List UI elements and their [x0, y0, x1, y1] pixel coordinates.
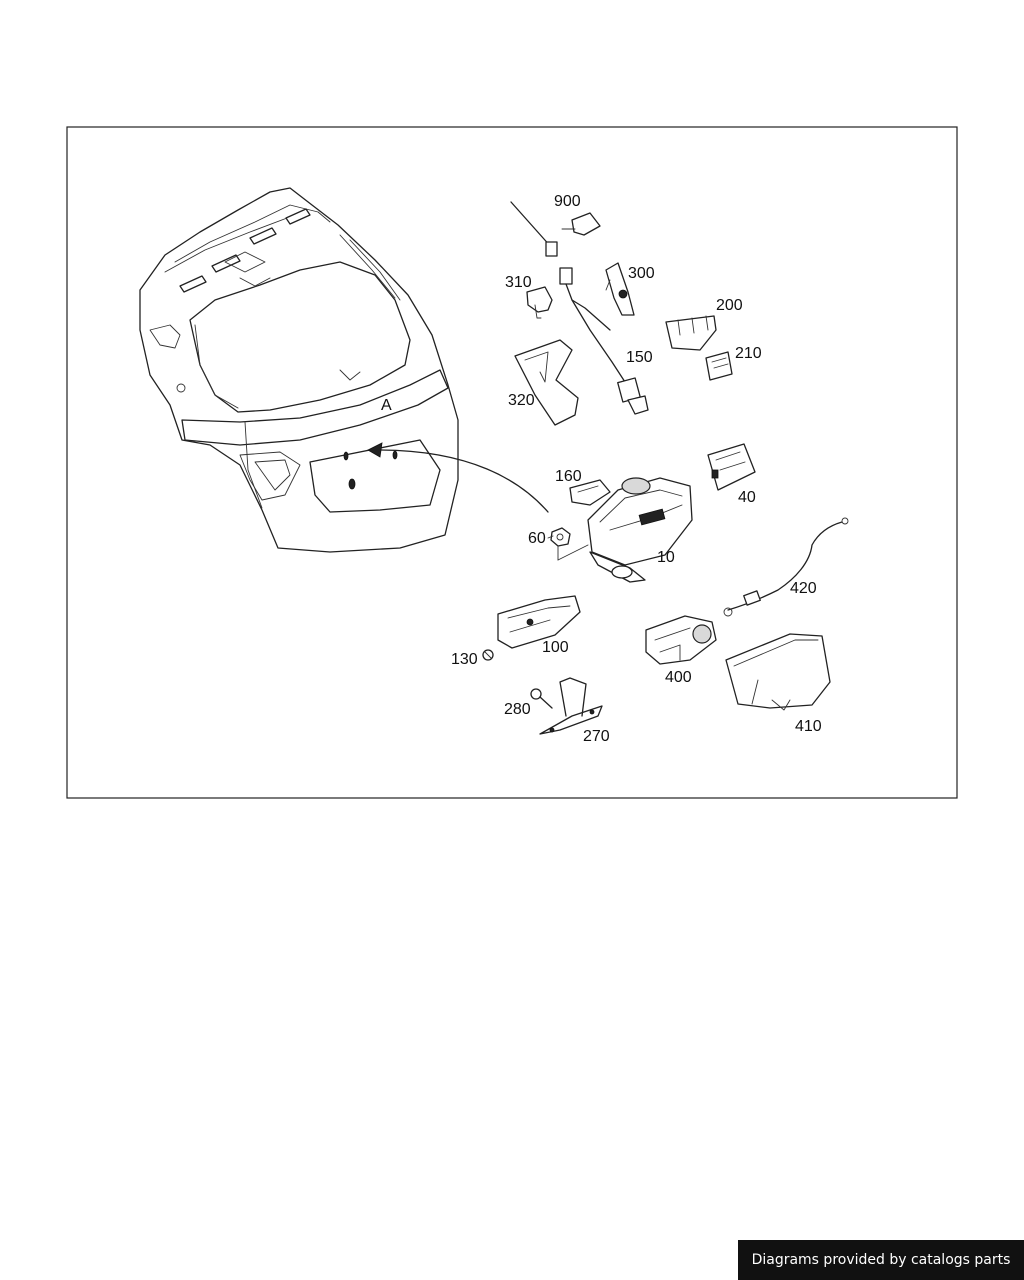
part-210-insert [705, 351, 733, 381]
part-320-bracket [514, 339, 579, 426]
tailgate-illustration: A [139, 187, 549, 553]
callout-410: 410 [795, 718, 822, 735]
callout-10: 10 [657, 549, 675, 566]
credit-banner: Diagrams provided by catalogs parts [738, 1240, 1024, 1280]
svg-text:A: A [381, 397, 392, 414]
leader-lines [547, 535, 589, 561]
part-100-handle [497, 595, 581, 649]
callout-160: 160 [555, 468, 582, 485]
callout-200: 200 [716, 297, 743, 314]
part-310-clip [526, 286, 553, 319]
part-60-nut [550, 527, 571, 561]
callout-270: 270 [583, 728, 610, 745]
callout-40: 40 [738, 489, 756, 506]
part-150-cable [559, 267, 649, 415]
part-280-bolt [530, 688, 553, 709]
callout-100: 100 [542, 639, 569, 656]
part-160-cover [569, 479, 611, 506]
part-300-bracket [605, 262, 635, 316]
diagram-border [66, 126, 958, 799]
part-420-cable [723, 517, 849, 617]
part-10-handle-assembly [587, 477, 693, 583]
callout-130: 130 [451, 651, 478, 668]
callout-210: 210 [735, 345, 762, 362]
callout-280: 280 [504, 701, 531, 718]
assembly-arrow [377, 449, 549, 513]
callout-300: 300 [628, 265, 655, 282]
part-200-bracket [665, 315, 717, 351]
callout-420: 420 [790, 580, 817, 597]
part-410-cover [725, 633, 831, 711]
callout-320: 320 [508, 392, 535, 409]
part-270-striker [539, 677, 603, 735]
callout-150: 150 [626, 349, 653, 366]
callout-60: 60 [528, 530, 546, 547]
part-130-screw [482, 649, 494, 661]
callout-900: 900 [554, 193, 581, 210]
part-40-switch [707, 443, 756, 491]
callout-400: 400 [665, 669, 692, 686]
callout-310: 310 [505, 274, 532, 291]
part-900-wire-tie [510, 201, 601, 257]
credit-text: Diagrams provided by catalogs parts [751, 1252, 1011, 1268]
part-400-actuator [645, 615, 717, 665]
